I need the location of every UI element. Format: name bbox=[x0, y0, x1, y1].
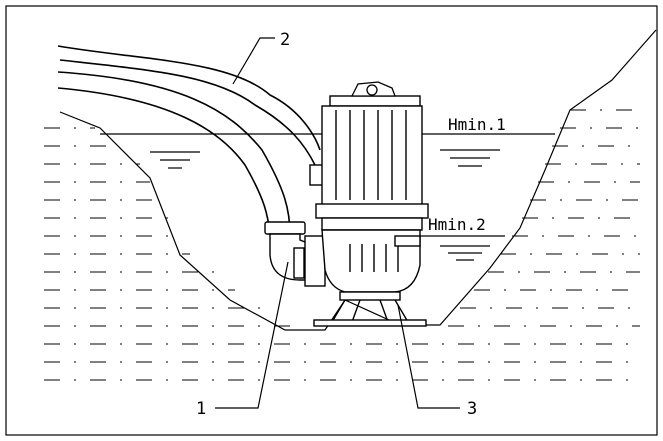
pit-outline bbox=[59, 29, 657, 331]
water-level-symbol bbox=[150, 149, 500, 169]
water-level-symbol-2 bbox=[440, 245, 490, 261]
submersible-pump bbox=[315, 95, 429, 293]
water-pattern bbox=[44, 109, 640, 381]
callout-3-label: 3 bbox=[467, 399, 477, 419]
discharge-hose bbox=[57, 45, 321, 236]
leader-lines bbox=[215, 37, 460, 409]
callout-2-label: 2 bbox=[280, 30, 290, 50]
callout-1-label: 1 bbox=[196, 399, 206, 419]
lifting-eye bbox=[350, 81, 396, 97]
discharge-elbow bbox=[264, 221, 326, 287]
level-hmin1-label: Hmin.1 bbox=[448, 115, 506, 134]
level-hmin2-label: Hmin.2 bbox=[428, 215, 486, 234]
drawing-frame bbox=[5, 5, 658, 436]
pump-stand bbox=[313, 291, 427, 327]
